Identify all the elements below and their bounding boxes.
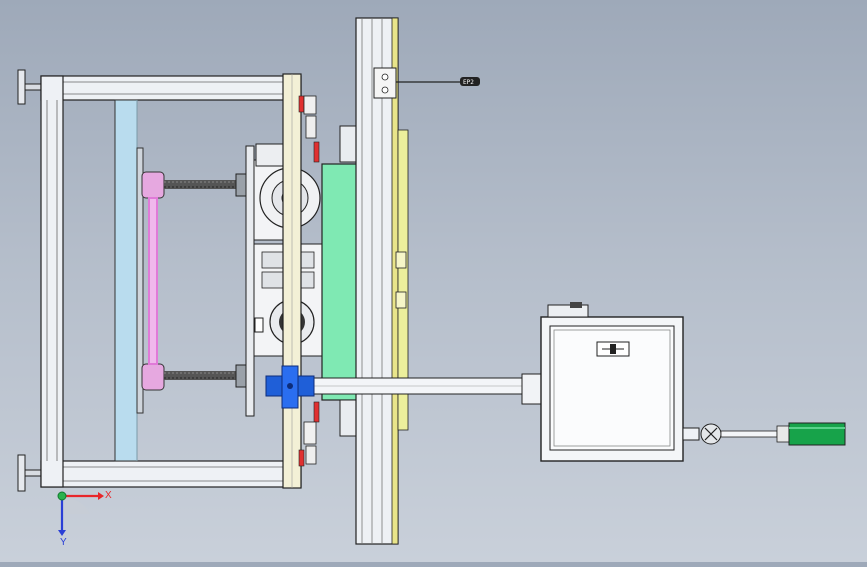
mint-mounting-plate (321, 163, 363, 401)
sensor-bracket[interactable]: EP2 (373, 67, 480, 99)
small-tag: EP2 (463, 79, 474, 86)
threaded-rod-bottom (164, 364, 247, 388)
axis-y-label: Y (60, 537, 67, 548)
box-indicator (596, 341, 630, 357)
horizontal-arm[interactable] (293, 373, 543, 405)
frame-bottom-beam (40, 460, 302, 488)
toggle-linkages (303, 95, 317, 465)
back-plate (136, 147, 144, 414)
leveling-foot-top (17, 69, 42, 105)
blue-clamp[interactable] (265, 365, 315, 409)
cable-handle[interactable] (682, 422, 846, 446)
axis-x-label: X (105, 490, 112, 501)
threaded-rod-top (164, 173, 247, 197)
frame-left-post (40, 75, 64, 488)
control-box[interactable] (540, 302, 684, 462)
axis-triad: X Y (57, 490, 112, 548)
blue-panel (114, 99, 138, 462)
pink-guide-rod (141, 171, 165, 391)
leveling-foot-bottom (17, 454, 42, 492)
left-frame-assembly[interactable] (17, 69, 302, 492)
frame-top-beam (40, 75, 302, 101)
main-rail[interactable] (355, 17, 409, 545)
